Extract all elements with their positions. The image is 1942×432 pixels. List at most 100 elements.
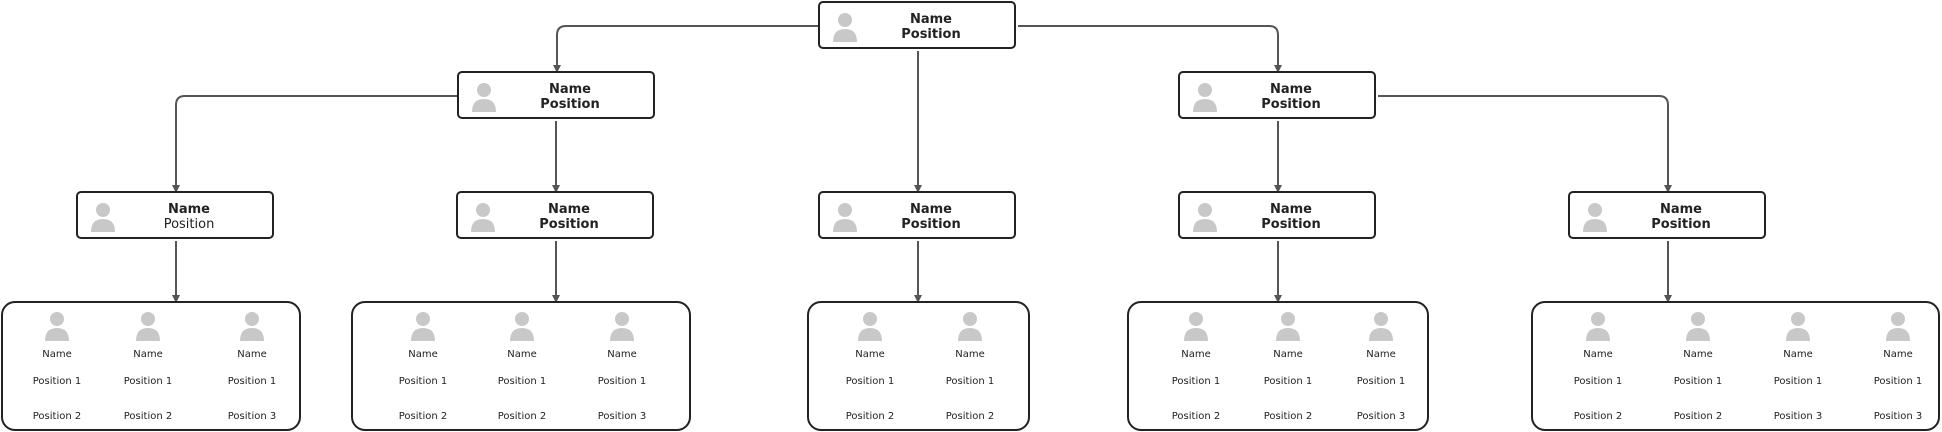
group-member[interactable]: Name Position 1 Position 2 [1243, 311, 1333, 424]
person-icon [832, 202, 858, 236]
group-member[interactable]: Name Position 1 Position 2 [12, 311, 102, 424]
member-position-2: Position 2 [1673, 411, 1723, 422]
person-icon [1753, 311, 1843, 344]
person-icon [207, 311, 297, 344]
member-name: Name [1683, 349, 1713, 360]
person-icon [1243, 311, 1333, 344]
member-position-1: Position 1 [32, 376, 82, 387]
person-icon [12, 311, 102, 344]
member-position-1: Position 1 [845, 376, 895, 387]
member-position-2: Position 2 [1263, 411, 1313, 422]
connector-root-to-right-manager [1018, 25, 1282, 73]
member-position-1: Position 1 [1873, 376, 1923, 387]
member-name: Name [507, 349, 537, 360]
node-name: Name [1269, 202, 1312, 217]
person-icon [577, 311, 667, 344]
node-name: Name [167, 202, 210, 217]
person-icon [1151, 311, 1241, 344]
group-member[interactable]: Name Position 1 Position 2 [1151, 311, 1241, 424]
member-position-1: Position 1 [1673, 376, 1723, 387]
member-position-2: Position 2 [1573, 411, 1623, 422]
member-position-1: Position 1 [597, 376, 647, 387]
node-position: Position [540, 97, 600, 112]
group-member[interactable]: Name Position 1 Position 2 [477, 311, 567, 424]
member-position-1: Position 1 [227, 376, 277, 387]
person-icon [470, 202, 496, 236]
group-member[interactable]: Name Position 1 Position 2 [1553, 311, 1643, 424]
node-root[interactable]: Name Position [818, 1, 1016, 49]
team-group-2: Name Position 1 Position 2 Name Position… [351, 301, 691, 431]
person-icon [1553, 311, 1643, 344]
group-member[interactable]: Name Position 1 Position 3 [207, 311, 297, 424]
person-icon [1653, 311, 1743, 344]
group-member[interactable]: Name Position 1 Position 2 [925, 311, 1015, 424]
node-team1-lead[interactable]: Name Position [76, 191, 274, 239]
member-position-1: Position 1 [1773, 376, 1823, 387]
person-icon [471, 82, 497, 116]
member-position-2: Position 3 [597, 411, 647, 422]
node-position: Position [163, 217, 215, 232]
member-name: Name [133, 349, 163, 360]
member-name: Name [607, 349, 637, 360]
group-member[interactable]: Name Position 1 Position 2 [378, 311, 468, 424]
group-member[interactable]: Name Position 1 Position 3 [577, 311, 667, 424]
group-member[interactable]: Name Position 1 Position 2 [103, 311, 193, 424]
node-position: Position [1261, 217, 1321, 232]
team-group-4: Name Position 1 Position 2 Name Position… [1127, 301, 1429, 431]
member-name: Name [1366, 349, 1396, 360]
connector-root-to-left-manager [553, 25, 818, 73]
member-name: Name [1583, 349, 1613, 360]
node-right-manager[interactable]: Name Position [1178, 71, 1376, 119]
member-position-1: Position 1 [497, 376, 547, 387]
member-position-2: Position 3 [1356, 411, 1406, 422]
node-position: Position [901, 27, 961, 42]
person-icon [477, 311, 567, 344]
node-name: Name [548, 82, 591, 97]
person-icon [832, 12, 858, 46]
member-position-1: Position 1 [1356, 376, 1406, 387]
node-team4-lead[interactable]: Name Position [1178, 191, 1376, 239]
group-member[interactable]: Name Position 1 Position 2 [1653, 311, 1743, 424]
group-member[interactable]: Name Position 1 Position 3 [1336, 311, 1426, 424]
node-team3-lead[interactable]: Name Position [818, 191, 1016, 239]
group-member[interactable]: Name Position 1 Position 3 [1753, 311, 1843, 424]
node-position: Position [539, 217, 599, 232]
group-member[interactable]: Name Position 1 Position 3 [1853, 311, 1942, 424]
member-name: Name [1181, 349, 1211, 360]
node-position: Position [901, 217, 961, 232]
member-position-2: Position 2 [945, 411, 995, 422]
member-name: Name [1273, 349, 1303, 360]
member-position-1: Position 1 [398, 376, 448, 387]
member-name: Name [955, 349, 985, 360]
member-name: Name [408, 349, 438, 360]
node-name: Name [909, 202, 952, 217]
member-position-2: Position 3 [227, 411, 277, 422]
person-icon [1853, 311, 1942, 344]
node-team2-lead[interactable]: Name Position [456, 191, 654, 239]
member-position-2: Position 2 [845, 411, 895, 422]
person-icon [1192, 82, 1218, 116]
node-team5-lead[interactable]: Name Position [1568, 191, 1766, 239]
member-position-2: Position 2 [32, 411, 82, 422]
member-name: Name [1883, 349, 1913, 360]
group-member[interactable]: Name Position 1 Position 2 [825, 311, 915, 424]
member-position-2: Position 2 [497, 411, 547, 422]
member-name: Name [1783, 349, 1813, 360]
node-position: Position [1651, 217, 1711, 232]
member-name: Name [237, 349, 267, 360]
node-name: Name [1269, 82, 1312, 97]
node-left-manager[interactable]: Name Position [457, 71, 655, 119]
member-position-2: Position 3 [1773, 411, 1823, 422]
member-position-2: Position 2 [123, 411, 173, 422]
member-position-1: Position 1 [1171, 376, 1221, 387]
member-position-1: Position 1 [1263, 376, 1313, 387]
member-name: Name [42, 349, 72, 360]
member-position-2: Position 3 [1873, 411, 1923, 422]
person-icon [1336, 311, 1426, 344]
team-group-1: Name Position 1 Position 2 Name Position… [1, 301, 301, 431]
person-icon [825, 311, 915, 344]
team-group-5: Name Position 1 Position 2 Name Position… [1531, 301, 1940, 431]
member-position-1: Position 1 [945, 376, 995, 387]
person-icon [90, 202, 116, 236]
person-icon [103, 311, 193, 344]
